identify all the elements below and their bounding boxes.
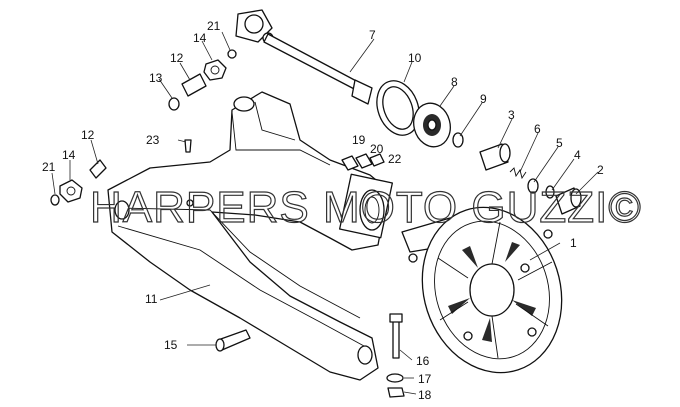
callout-2: 2	[597, 163, 604, 177]
upper-washer-part	[168, 97, 180, 111]
callout-16: 16	[416, 354, 430, 368]
callout-13: 13	[149, 71, 163, 85]
stud-part	[389, 313, 403, 359]
swing-arm-part	[107, 91, 394, 381]
callout-5: 5	[556, 136, 563, 150]
ring-part	[545, 185, 555, 199]
callout-9: 9	[480, 92, 487, 106]
callout-12-left: 12	[81, 128, 95, 142]
callout-21-left: 21	[42, 160, 56, 174]
callout-1: 1	[570, 236, 577, 250]
upper-screw-part	[181, 73, 207, 97]
watermark-text: HARPERS MOTO GUZZI©	[90, 183, 642, 232]
drive-shaft-part	[227, 9, 373, 105]
stud-washer-part	[386, 373, 404, 383]
callout-4: 4	[574, 148, 581, 162]
washer-part	[527, 178, 539, 194]
callout-23: 23	[146, 133, 160, 147]
callout-12-upper: 12	[170, 51, 184, 65]
bushing-part	[479, 143, 511, 171]
callout-14-upper: 14	[193, 31, 207, 45]
left-cap-part	[50, 194, 60, 206]
left-nut-part	[59, 179, 83, 203]
callout-7: 7	[369, 28, 376, 42]
spring-part	[509, 167, 527, 180]
callout-11: 11	[145, 292, 158, 306]
circlip-part	[452, 132, 464, 148]
callout-18: 18	[418, 388, 432, 402]
callout-17: 17	[418, 372, 432, 386]
stud-nut-part	[387, 387, 405, 398]
leader-lines	[51, 31, 599, 395]
pinion-part	[555, 187, 582, 215]
nipple-part	[184, 139, 192, 153]
fitting-set-part	[341, 153, 385, 171]
bearing-ring-part	[413, 102, 451, 148]
left-screw-part	[89, 159, 107, 179]
callout-21-upper: 21	[207, 19, 221, 33]
callout-14-left: 14	[62, 148, 76, 162]
seal-ring-part	[376, 80, 420, 136]
callout-10: 10	[408, 51, 422, 65]
callout-19: 19	[352, 133, 366, 147]
callout-8: 8	[451, 75, 458, 89]
final-drive-housing-part	[401, 206, 563, 374]
callout-20: 20	[370, 142, 384, 156]
pivot-bolt-part	[215, 329, 251, 352]
callout-15: 15	[164, 338, 178, 352]
upper-nut-part	[203, 59, 227, 81]
callout-6: 6	[534, 122, 541, 136]
callout-labels: 1 2 3 4 5 6 7 8 9 10 11 12 12 13 14 14 1…	[42, 19, 604, 402]
callout-3: 3	[508, 108, 515, 122]
callout-22: 22	[388, 152, 402, 166]
